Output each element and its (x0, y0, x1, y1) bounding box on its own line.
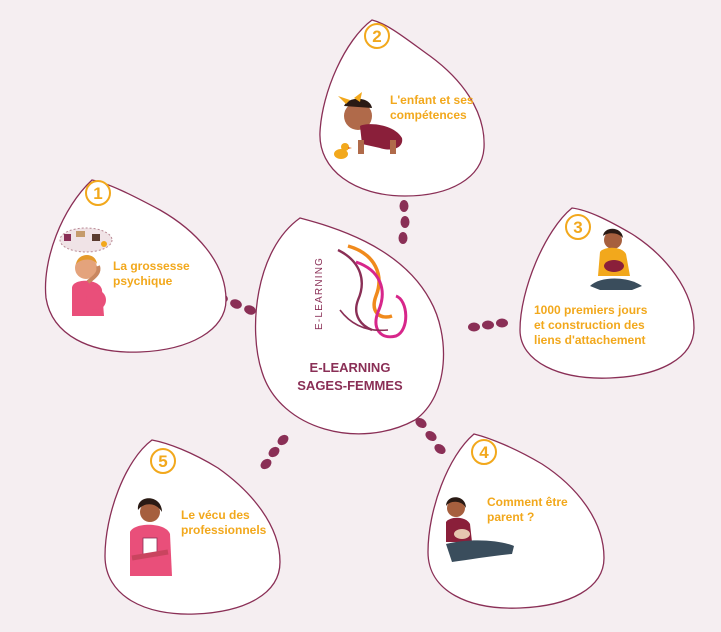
breastfeeding-mother-icon (590, 228, 642, 290)
crawling-baby-icon (338, 92, 403, 154)
topic-5-node[interactable]: 5 Le vécu des professionnels (104, 439, 281, 615)
topic-5-label-line-2: professionnels (181, 523, 267, 537)
e-learning-logo: E-LEARNING (314, 244, 408, 339)
topic-3-number-badge (565, 214, 591, 240)
topic-2-node[interactable]: 2 L'enfant et ses compétences (319, 19, 485, 197)
topic-1-number-badge (85, 180, 111, 206)
topic-5-label-line-1: Le vécu des (181, 508, 250, 522)
topic-1-label-line-1: La grossesse (113, 259, 190, 273)
center-title-line-1: E-LEARNING (310, 360, 391, 375)
topic-2-label-line-2: compétences (390, 108, 467, 122)
center-node: E-LEARNING E-LEARNING SAGES-FEMMES (254, 217, 445, 435)
topic-4-node[interactable]: 4 Comment être parent ? (427, 433, 605, 609)
topic-3-label-line-3: liens d'attachement (534, 333, 646, 347)
professional-woman-icon (130, 498, 172, 576)
connector-4 (415, 417, 446, 455)
topic-1-label-line-2: psychique (113, 274, 173, 288)
topic-2-label-line-1: L'enfant et ses (390, 93, 474, 107)
topic-4-label-line-1: Comment être (487, 495, 568, 509)
topic-5-number: 5 (158, 452, 167, 471)
topic-3-label-line-2: et construction des (534, 318, 645, 332)
topic-1-node[interactable]: 1 La grossesse psychique (44, 179, 227, 353)
mother-with-baby-icon (446, 497, 514, 562)
topic-4-label-line-2: parent ? (487, 510, 534, 524)
topic-1-number: 1 (93, 184, 102, 203)
topic-2-number: 2 (372, 27, 381, 46)
topic-5-number-badge (150, 448, 176, 474)
logo-text: E-LEARNING (314, 257, 325, 330)
topic-4-number-badge (471, 439, 497, 465)
connector-2 (398, 200, 410, 244)
topic-3-node[interactable]: 3 1000 premiers jours et construction de… (519, 207, 695, 379)
topic-3-label-line-1: 1000 premiers jours (534, 303, 648, 317)
topic-4-number: 4 (479, 443, 489, 462)
pregnant-woman-thinking-icon (59, 227, 113, 316)
topic-2-number-badge (364, 23, 390, 49)
connector-3 (468, 318, 508, 332)
connector-5 (260, 434, 289, 470)
rubber-duck-icon (334, 143, 352, 159)
center-title-line-2: SAGES-FEMMES (297, 378, 403, 393)
topic-3-number: 3 (573, 218, 582, 237)
